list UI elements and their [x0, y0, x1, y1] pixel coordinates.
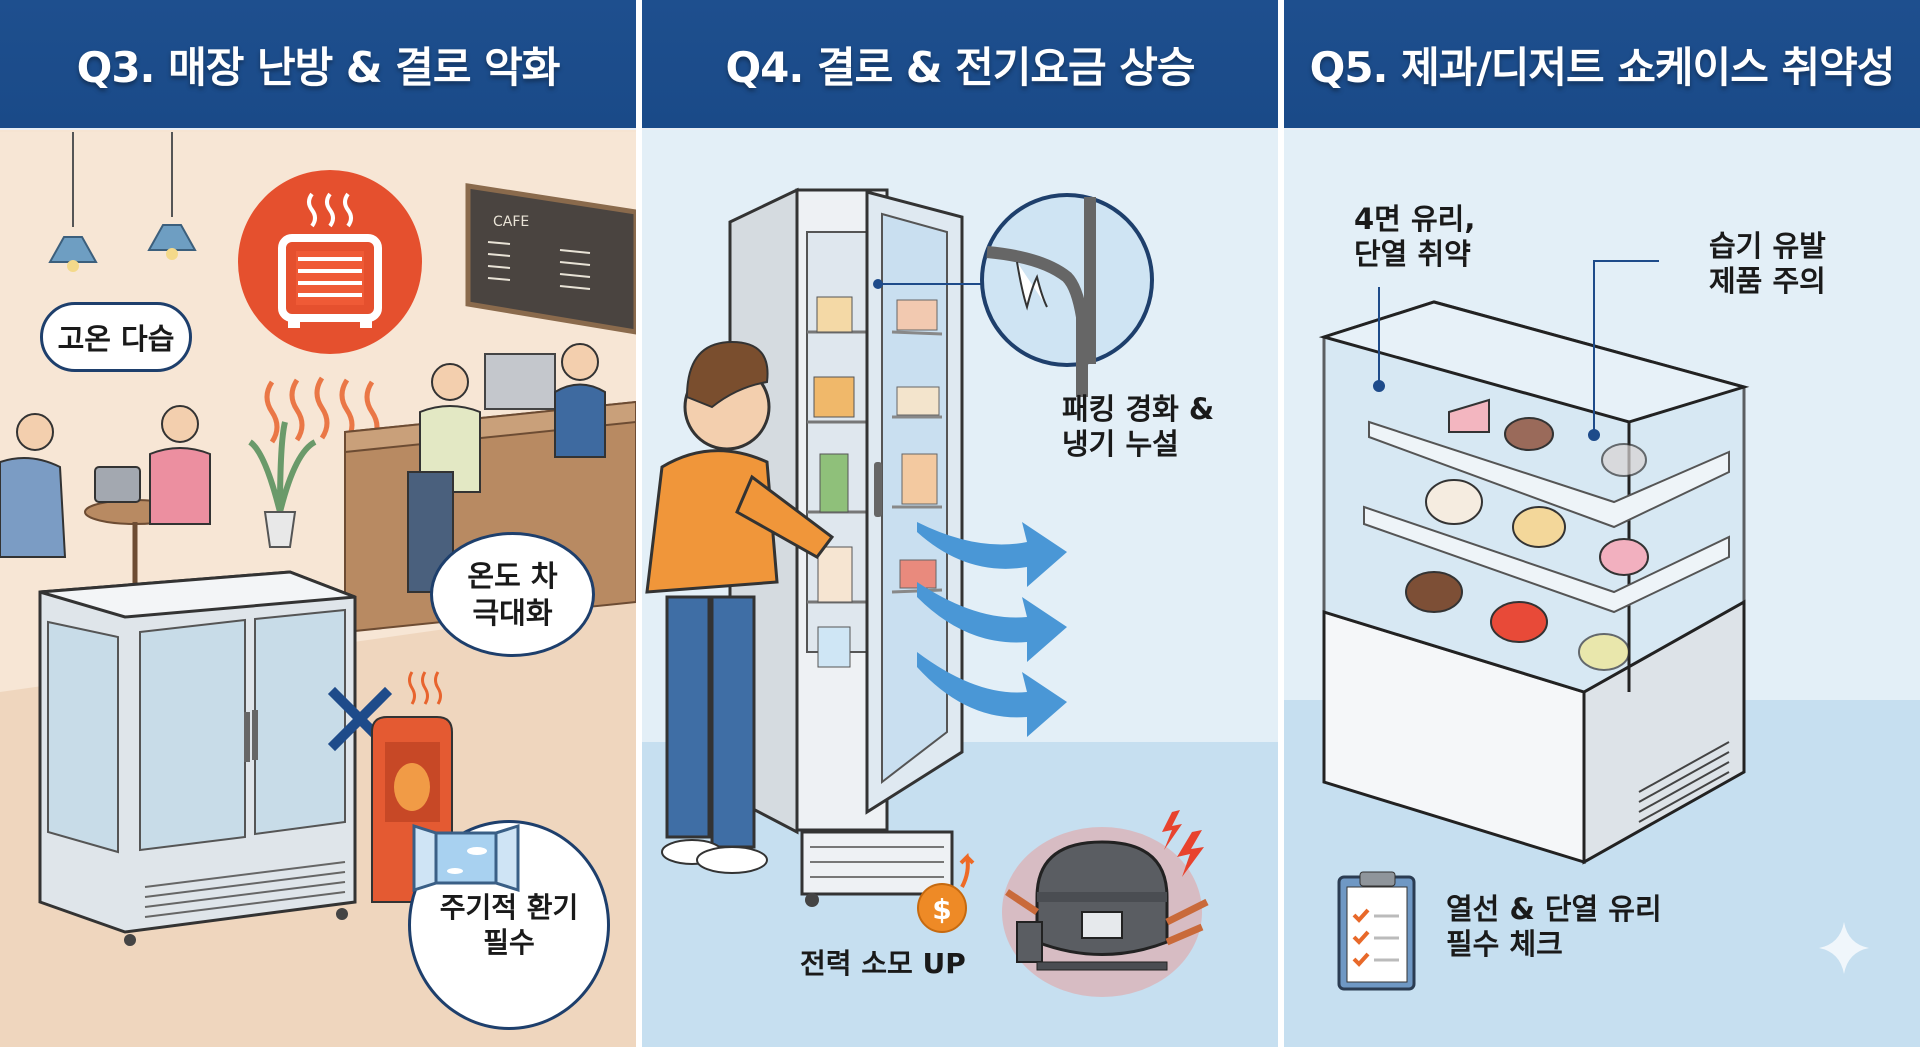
label-power-consumption: 전력 소모 UP [800, 947, 966, 980]
menu-board-title: CAFE [493, 214, 529, 230]
magnifier-circle-icon [873, 193, 1154, 397]
cold-air-arrow-icon [917, 522, 1067, 737]
fridge-scene: $ 패킹 경화 & 냉기 누설 전력 소모 UP [642, 132, 1278, 1047]
label-humidity-warning: 습기 유발 제품 주의 [1709, 229, 1826, 299]
showcase-icon [1318, 300, 1750, 865]
panel-title: Q5. 제과/디저트 쇼케이스 취약성 [1309, 42, 1896, 92]
label-bubble-humid: 고온 다습 [40, 302, 192, 372]
label-four-side-glass: 4면 유리, 단열 취약 [1354, 202, 1476, 272]
label-bubble-temp-gap: 온도 차 극대화 [430, 532, 595, 657]
panel-q4-condensation-electricity: Q4. 결로 & 전기요금 상승 [642, 0, 1278, 1047]
showcase-scene: 4면 유리, 단열 취약 습기 유발 제품 주의 열선 & 단열 유리 필수 체… [1284, 132, 1920, 1047]
sparkle-icon [1819, 922, 1869, 974]
callout-leader-lines [1373, 260, 1659, 441]
svg-text:$: $ [932, 893, 951, 926]
heater-icon [238, 170, 422, 354]
panel-title: Q3. 매장 난방 & 결로 악화 [76, 42, 561, 92]
panel-header: Q3. 매장 난방 & 결로 악화 [0, 0, 636, 130]
compressor-icon [1002, 827, 1209, 997]
frosted-showcase-fridge [38, 570, 357, 946]
pendant-lamp-icon [48, 132, 197, 272]
menu-board: CAFE [465, 183, 636, 335]
panel-q5-dessert-showcase: Q5. 제과/디저트 쇼케이스 취약성 [1284, 0, 1920, 1047]
panel-q3-store-heating: Q3. 매장 난방 & 결로 악화 [0, 0, 636, 1047]
label-gasket-leak: 패킹 경화 & 냉기 누설 [1062, 392, 1215, 462]
window-icon [412, 823, 520, 893]
panel-title: Q4. 결로 & 전기요금 상승 [725, 42, 1195, 92]
label-bubble-ventilation: 주기적 환기 필수 [408, 820, 610, 1030]
lightning-icon [1162, 810, 1204, 877]
cafe-scene: CAFE [0, 132, 636, 1047]
label-heat-wire-check: 열선 & 단열 유리 필수 체크 [1446, 892, 1662, 962]
panel-header: Q5. 제과/디저트 쇼케이스 취약성 [1284, 0, 1920, 130]
dollar-coin-icon: $ [917, 852, 975, 933]
person-opening-fridge [645, 340, 835, 874]
panel-header: Q4. 결로 & 전기요금 상승 [642, 0, 1278, 130]
clipboard-checklist-icon [1337, 871, 1416, 991]
